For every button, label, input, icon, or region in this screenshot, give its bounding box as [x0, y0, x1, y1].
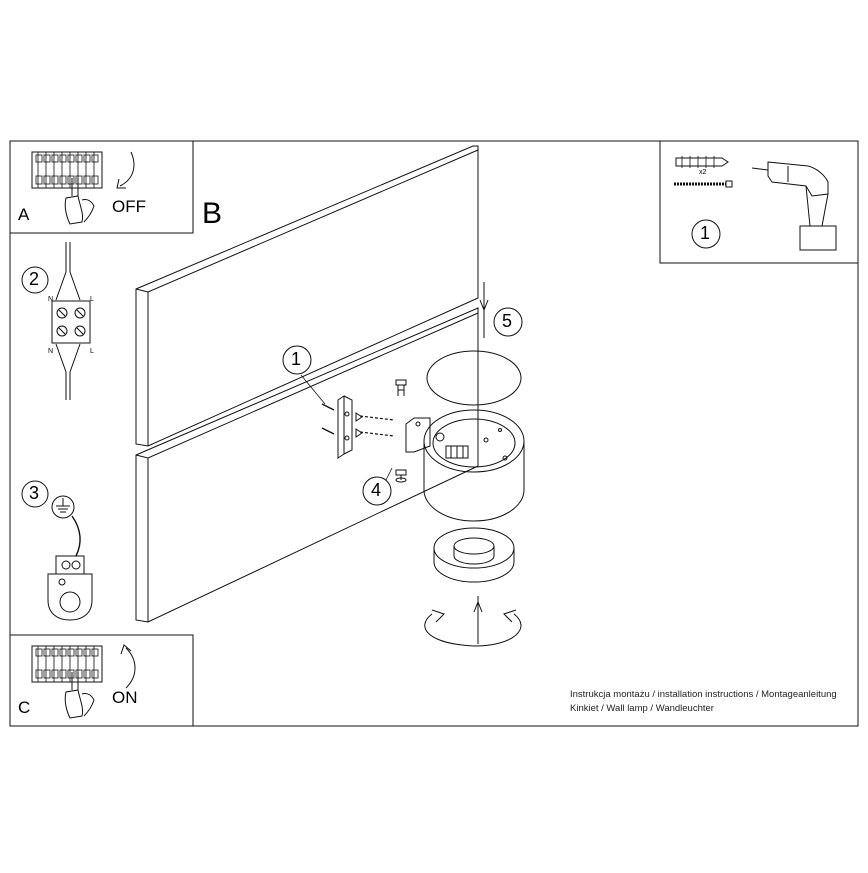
- step-markers: [21, 219, 721, 508]
- terminal-label-n-top: N: [48, 296, 54, 303]
- step-number-3: 3: [29, 483, 40, 503]
- step-marker-4: [362, 476, 392, 506]
- screw-icon: [395, 469, 407, 483]
- step-marker-3: [21, 480, 49, 508]
- panel-a-border: [10, 141, 194, 234]
- panel-a-letter: A: [18, 205, 30, 224]
- caption-line-2: Kinkiet / Wall lamp / Wandleuchter: [570, 703, 714, 714]
- step-marker-tools: [691, 219, 721, 249]
- terminal-label-l-bottom: L: [90, 348, 94, 355]
- breaker-off-illustration: [31, 151, 135, 225]
- panel-c-letter: C: [18, 698, 31, 717]
- panel-b-letter: B: [202, 197, 223, 230]
- tools-panel-border: [659, 141, 858, 264]
- step-number-4: 4: [371, 480, 382, 500]
- on-label: ON: [112, 688, 138, 707]
- step-marker-2: [21, 266, 49, 294]
- earth-connection-illustration: [47, 495, 93, 621]
- step-marker-5: [493, 307, 523, 337]
- step-marker-1: [282, 345, 312, 375]
- screw-icon: [674, 180, 733, 188]
- arrow-up-icon: [120, 644, 136, 689]
- off-label: OFF: [112, 197, 146, 216]
- ground-icon: [56, 498, 70, 513]
- tools-illustration: [674, 156, 837, 251]
- anchor-quantity: x2: [699, 169, 707, 176]
- terminal-label-l-top: L: [90, 296, 94, 303]
- step-number-2: 2: [29, 269, 40, 289]
- mounting-bracket-illustration: [300, 374, 407, 483]
- wall-plug-icon: [675, 156, 729, 168]
- hand-icon: [64, 178, 95, 225]
- caption-line-1: Instrukcja montażu / installation instru…: [570, 689, 837, 700]
- arrow-down-icon: [116, 151, 135, 189]
- breaker-on-illustration: [31, 644, 136, 719]
- panel-c-border: [10, 634, 194, 726]
- step-number-5: 5: [502, 311, 513, 331]
- drill-icon: [751, 161, 837, 251]
- outer-frame: [9, 140, 859, 727]
- screw-icon: [395, 379, 407, 396]
- terminal-block-illustration: [51, 242, 91, 400]
- step-number-tools: 1: [700, 223, 711, 243]
- step-number-1: 1: [291, 349, 302, 369]
- wall-lamp-illustration: [405, 282, 525, 647]
- terminal-label-n-bottom: N: [48, 348, 54, 355]
- hand-icon: [64, 672, 95, 719]
- wall-illustration: [135, 145, 479, 623]
